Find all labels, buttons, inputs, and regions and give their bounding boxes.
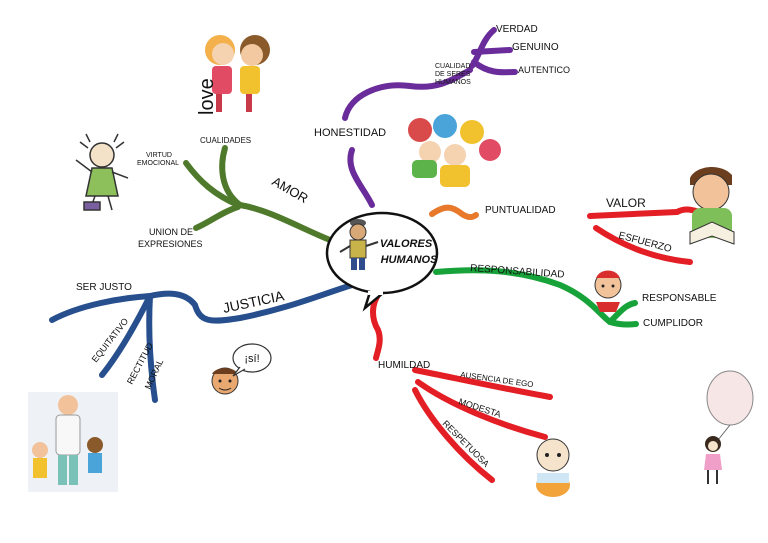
honestidad-branch-lines — [342, 27, 518, 208]
speech-bubble-text: ¡sí! — [244, 353, 259, 365]
honestidad-item-verdad: VERDAD — [496, 24, 538, 35]
humildad-item-respetuosa: RESPETUOSA — [441, 418, 492, 469]
amor-item-union: UNION DE — [149, 227, 193, 237]
amor-item-expresiones: EXPRESIONES — [138, 239, 203, 249]
puntualidad-item-valor: VALOR — [606, 196, 646, 210]
honestidad-sub-label-2: DE SERES — [435, 71, 471, 78]
center-title-line2: HUMANOS — [381, 254, 438, 266]
boy-speech-illustration: ¡sí! — [211, 343, 272, 395]
responsabilidad-label: RESPONSABILIDAD — [470, 263, 565, 281]
responsabilidad-branch-lines — [433, 267, 639, 328]
humildad-branch-lines — [370, 289, 553, 483]
honestidad-sub-label-1: CUALIDAD — [435, 63, 470, 70]
amor-item-virtud: VIRTUD — [146, 152, 172, 159]
responsabilidad-item-cumplidor: CUMPLIDOR — [643, 318, 703, 329]
doctor-with-kids-illustration — [28, 392, 118, 492]
kissing-kids-illustration: love — [196, 35, 270, 115]
boy-reading-illustration — [689, 166, 735, 245]
justicia-item-ser-justo: SER JUSTO — [76, 282, 132, 293]
honestidad-sub-label-3: HUMANOS — [435, 79, 471, 86]
amor-label: AMOR — [270, 174, 311, 206]
center-title-line1: VALORES — [380, 238, 433, 250]
responsabilidad-item-responsable: RESPONSABLE — [642, 293, 717, 304]
humildad-label: HUMILDAD — [378, 360, 430, 371]
small-boy-illustration — [594, 270, 622, 312]
girl-with-balloon-illustration — [704, 370, 754, 484]
justicia-branch-lines — [49, 282, 355, 403]
speech-bubble: ¡sí! — [232, 343, 272, 377]
amor-item-emocional: EMOCIONAL — [137, 160, 179, 167]
baby-illustration — [536, 438, 570, 497]
center-node: VALORES HUMANOS — [325, 211, 439, 312]
honestidad-item-genuino: GENUINO — [512, 42, 559, 53]
children-group-illustration — [408, 114, 501, 187]
amor-item-cualidades: CUALIDADES — [200, 136, 251, 145]
girl-waving-illustration — [75, 133, 129, 211]
honestidad-label: HONESTIDAD — [314, 127, 386, 139]
puntualidad-label: PUNTUALIDAD — [485, 205, 556, 216]
puntualidad-branch-lines — [429, 204, 715, 265]
honestidad-item-autentico: AUTENTICO — [518, 65, 570, 75]
love-text: love — [196, 78, 218, 115]
amor-branch-lines — [183, 145, 333, 243]
boy-illustration — [339, 219, 379, 270]
